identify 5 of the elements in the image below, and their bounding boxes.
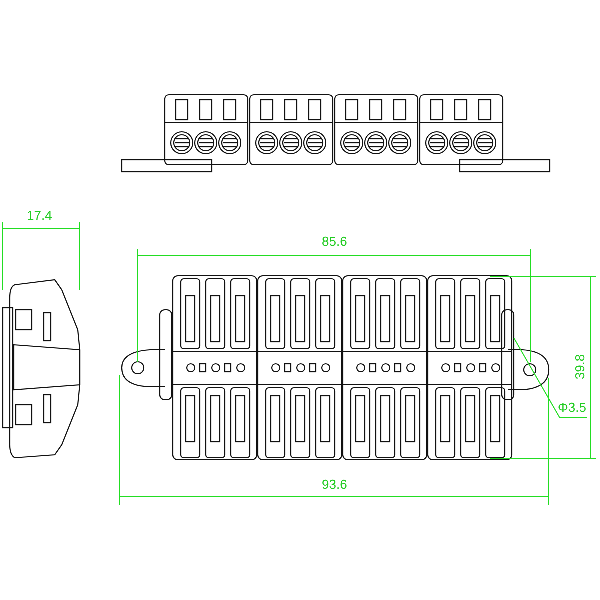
dimension-label: 39.8 [574,354,588,380]
dimension-label: 17.4 [27,209,52,223]
dimension-label: 93.6 [322,478,348,492]
dimension-label: 85.6 [322,235,348,249]
dimension-label: Φ3.5 [558,401,586,415]
